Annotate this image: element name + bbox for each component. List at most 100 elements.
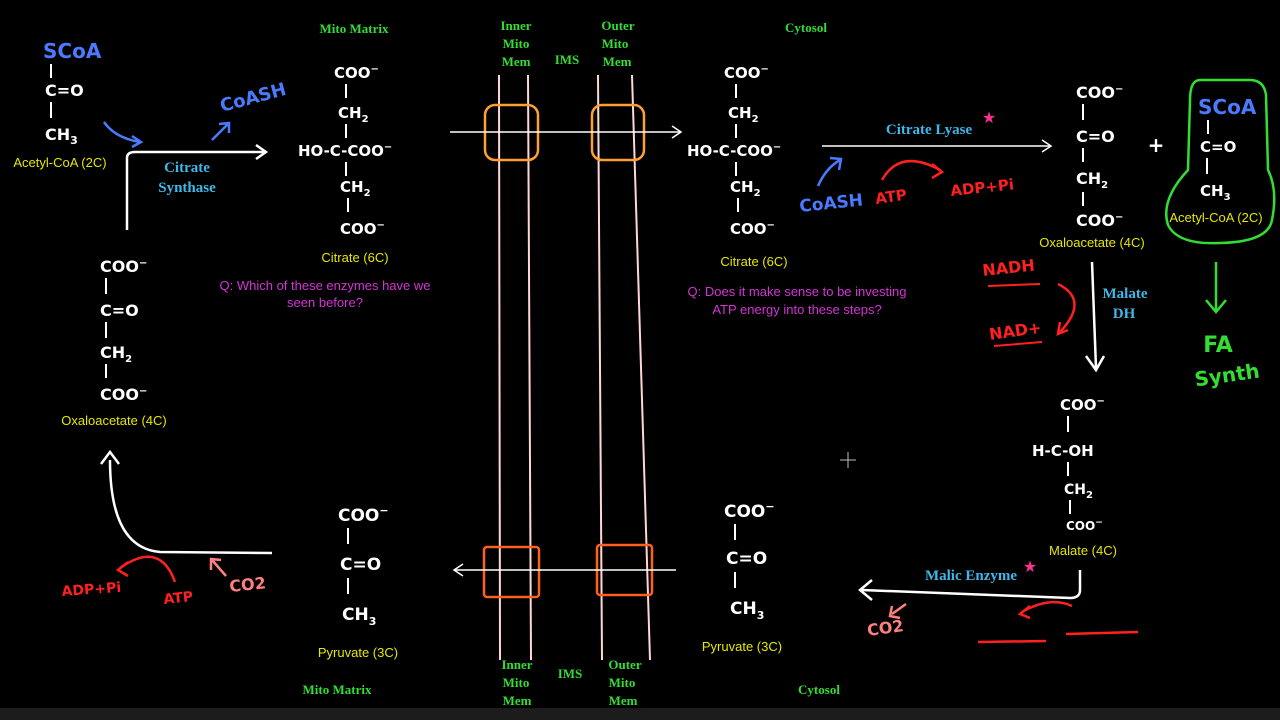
coash-out-arrow (211, 123, 229, 141)
malic-enzyme-arrow (858, 570, 1082, 601)
malate-dh-label-2: DH (1113, 306, 1136, 322)
svg-text:CH3: CH3 (342, 605, 376, 628)
star-icon-malic: ★ (1023, 557, 1037, 576)
svg-text:Mito: Mito (503, 36, 530, 51)
oaa-cyto-label: Oxaloacetate (4C) (1039, 235, 1145, 250)
cofactor-blank-1 (977, 639, 1047, 644)
fa-synth-arrow (1205, 262, 1227, 314)
atp-left-text: ATP (163, 589, 194, 608)
adp-pi-left-text: ADP+Pi (61, 580, 121, 600)
cofactor-blank-2 (1065, 630, 1139, 636)
oaa-cyto-structure: COO− C=O CH2 COO− (1076, 83, 1123, 230)
outer-mem-label-bottom: Outer Mito Mem (608, 657, 641, 708)
svg-text:C=O: C=O (726, 549, 767, 569)
region-ims-bottom: IMS (558, 666, 583, 681)
svg-text:COO−: COO− (340, 220, 385, 238)
svg-text:Mito: Mito (609, 675, 636, 690)
svg-text:COO−: COO− (100, 257, 147, 276)
svg-text:CH2: CH2 (1064, 482, 1093, 501)
membranes (498, 74, 651, 661)
question-1: Q: Which of these enzymes have we seen b… (220, 278, 431, 310)
nadh-underline (987, 283, 1041, 287)
acetyl-coa-right-structure: SCoA C=O CH3 (1198, 95, 1257, 203)
malate-label: Malate (4C) (1049, 543, 1117, 558)
pyruvate-cyto-label: Pyruvate (3C) (702, 639, 782, 654)
pyruvate-transport-arrow (452, 563, 676, 577)
outer-mem-label-top: Outer Mito Mem (601, 18, 634, 69)
oaa-mito-label: Oxaloacetate (4C) (61, 413, 167, 428)
plus-sign: + (1148, 133, 1165, 157)
nadh-arrow (1057, 282, 1076, 333)
co2-right-text: CO2 (866, 616, 905, 640)
fa-synth-text-1: FA (1203, 333, 1233, 358)
svg-text:SCoA: SCoA (1198, 95, 1257, 119)
cursor-crosshair-icon (840, 452, 856, 468)
svg-text:COO−: COO− (334, 64, 379, 82)
nadh-text: NADH (981, 256, 1035, 280)
svg-text:CH3: CH3 (45, 125, 78, 147)
inner-mem-label-top: Inner Mito Mem (500, 18, 531, 69)
citrate-cyto-structure: COO− CH2 HO-C-COO− CH2 COO− (687, 64, 781, 238)
svg-text:Outer: Outer (608, 657, 641, 672)
svg-text:COO−: COO− (724, 500, 775, 522)
acetyl-coa-left-label: Acetyl-CoA (2C) (13, 155, 106, 170)
citrate-cyto-label: Citrate (6C) (720, 254, 787, 269)
svg-text:COO−: COO− (724, 64, 769, 82)
svg-text:CH2: CH2 (728, 104, 759, 125)
malic-enzyme-label: Malic Enzyme (925, 568, 1017, 584)
svg-text:Outer: Outer (601, 18, 634, 33)
pyruvate-cyto-structure: COO− C=O CH3 (724, 500, 775, 622)
svg-text:C=O: C=O (340, 555, 381, 575)
svg-text:COO−: COO− (338, 504, 389, 526)
pyruvate-carboxylase-arrow (100, 449, 273, 555)
svg-text:C=O: C=O (45, 81, 84, 100)
region-mito-matrix-bottom: Mito Matrix (303, 682, 372, 697)
svg-text:CH2: CH2 (338, 104, 369, 125)
svg-text:CH3: CH3 (1200, 182, 1231, 203)
svg-text:Inner: Inner (500, 18, 531, 33)
co2-left-text: CO2 (228, 573, 266, 596)
svg-text:SCoA: SCoA (43, 39, 102, 63)
coash-in-arrow (816, 158, 841, 187)
svg-text:COO−: COO− (1076, 211, 1123, 230)
star-icon-lyase: ★ (982, 108, 996, 127)
pyruvate-mito-structure: COO− C=O CH3 (338, 504, 389, 628)
adp-pi-lyase-text: ADP+Pi (950, 175, 1015, 200)
nad-underline (993, 341, 1043, 347)
svg-text:CH2: CH2 (340, 178, 371, 199)
citrate-lyase-label: Citrate Lyase (886, 122, 973, 138)
svg-text:Mito: Mito (503, 675, 530, 690)
region-cytosol-top: Cytosol (785, 20, 827, 35)
svg-text:C=O: C=O (100, 301, 139, 320)
acetyl-coa-in-arrow (102, 121, 141, 144)
oaa-mito-structure: COO− C=O CH2 COO− (100, 257, 147, 404)
coash-top-text: CoASH (218, 79, 289, 117)
svg-text:Mem: Mem (603, 54, 632, 69)
svg-text:Mito: Mito (602, 36, 629, 51)
svg-text:COO−: COO− (1066, 518, 1103, 533)
svg-text:CH2: CH2 (100, 343, 132, 365)
svg-text:COO−: COO− (1060, 396, 1105, 414)
citrate-lyase-arrow (822, 139, 1053, 153)
region-mito-matrix-top: Mito Matrix (320, 21, 389, 36)
svg-text:ATP energy into these steps?: ATP energy into these steps? (712, 302, 881, 317)
svg-text:seen before?: seen before? (287, 295, 363, 310)
nad-text: NAD+ (988, 318, 1043, 344)
svg-text:COO−: COO− (1076, 83, 1123, 102)
svg-text:C=O: C=O (1076, 127, 1115, 146)
svg-text:CH3: CH3 (730, 599, 764, 622)
citrate-synthase-arrow (125, 143, 269, 230)
fa-synth-text-2: Synth (1193, 359, 1261, 392)
citrate-mito-structure: COO− CH2 HO-C-COO− CH2 COO− (298, 64, 392, 238)
citrate-synthase-label-2: Synthase (158, 180, 216, 196)
region-ims-top: IMS (555, 52, 580, 67)
svg-text:Mem: Mem (503, 693, 532, 708)
svg-text:HO-C-COO−: HO-C-COO− (298, 142, 392, 160)
coash-cyto-text: CoASH (798, 190, 864, 217)
svg-text:COO−: COO− (730, 220, 775, 238)
svg-text:Q: Which of these enzymes have: Q: Which of these enzymes have we (220, 278, 431, 293)
malate-dh-label-1: Malate (1103, 286, 1148, 302)
svg-text:HO-C-COO−: HO-C-COO− (687, 142, 781, 160)
svg-text:C=O: C=O (1200, 138, 1236, 156)
